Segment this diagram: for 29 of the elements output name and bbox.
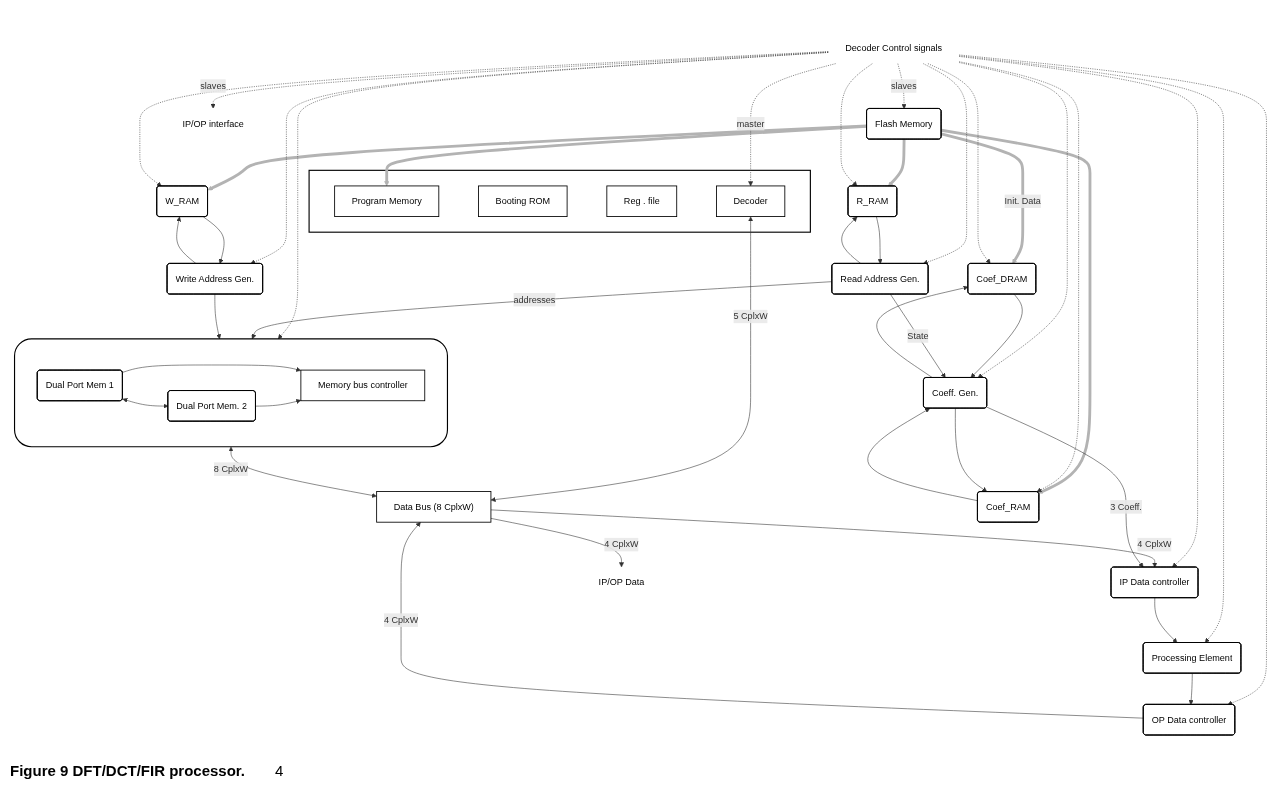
figure-caption: Figure 9 DFT/DCT/FIR processor. (10, 762, 246, 779)
arrow (384, 124, 867, 187)
bus-width-label: 4 (275, 762, 284, 779)
edge-label: 4 CplxW (604, 539, 639, 550)
arrow (207, 124, 867, 191)
node-box: Data Bus (8 CplxW) (376, 491, 492, 523)
node-text: IP/OP Data (598, 577, 645, 587)
node-box: Memory bus controller (300, 369, 426, 402)
edge-label: master (736, 118, 765, 129)
edge-label: 3 Coeff. (1110, 501, 1142, 512)
node-text: Decoder Control signals (845, 43, 943, 53)
edge-label: 5 CplxW (733, 311, 768, 321)
edge-label: Init. Data (1004, 196, 1041, 206)
cluster (308, 169, 811, 233)
arrow (888, 139, 906, 187)
edge-label: slaves (890, 80, 917, 91)
node-box: Program Memory (334, 185, 440, 217)
edge-label: slaves (200, 80, 226, 91)
edge-label: 8 CplxW (213, 464, 249, 474)
node-box: Reg . file (606, 185, 678, 217)
node-box: Decoder (716, 185, 786, 217)
edge-label: addresses (513, 294, 556, 305)
arrow (941, 132, 1025, 264)
cluster (13, 338, 449, 448)
edge-label: 4 CplxW (1137, 539, 1172, 550)
node-text: IP/OP interface (182, 118, 244, 129)
edge-label: 4 CplxW (383, 614, 419, 625)
node-box: Booting ROM (478, 185, 568, 217)
edge-label: State (907, 330, 929, 341)
